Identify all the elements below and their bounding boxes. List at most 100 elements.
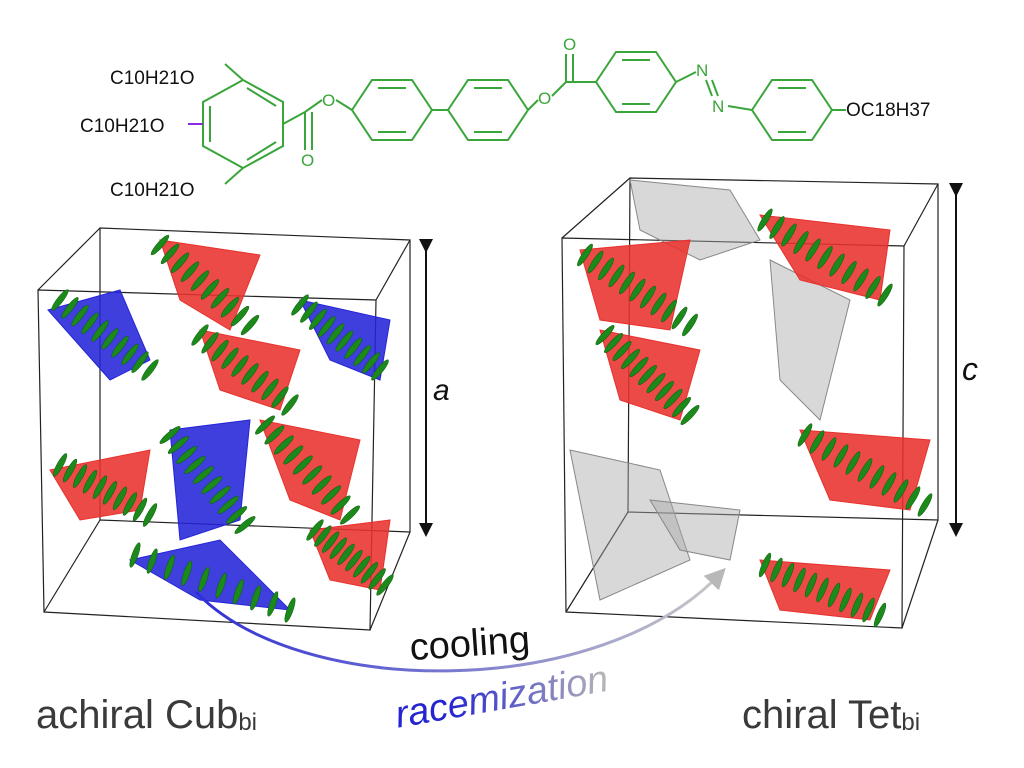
axis-a: a xyxy=(419,239,450,537)
cub-molecule-rod xyxy=(251,371,269,393)
tet-molecule-rod xyxy=(862,597,875,623)
tet-molecule-rod xyxy=(793,231,809,254)
tet-molecule-rod xyxy=(850,592,864,618)
cub-molecule-rod xyxy=(311,475,332,495)
tet-molecule-rod xyxy=(682,313,698,337)
cub-molecule-rod xyxy=(211,339,229,362)
cub-molecule-rod xyxy=(306,519,324,541)
tet-gray-surface xyxy=(629,179,761,261)
cub-molecule-rod xyxy=(292,455,313,475)
tet-gray-surface xyxy=(569,449,691,601)
cub-molecule-rod xyxy=(376,574,394,596)
tet-molecule-rod xyxy=(769,216,785,239)
tet-molecule-rod xyxy=(845,451,861,475)
atom-n-2: N xyxy=(712,97,724,116)
cub-molecule-rod xyxy=(122,492,138,516)
cub-molecule-rod xyxy=(101,328,119,350)
cub-molecule-rod xyxy=(300,301,318,323)
cub-molecule-rod xyxy=(92,475,108,499)
axis-c: c xyxy=(949,183,978,537)
cub-molecule-rod xyxy=(314,525,332,547)
cub-molecule-rod xyxy=(190,270,210,291)
cub-molecule-rod xyxy=(184,456,206,474)
cub-molecule-rod xyxy=(163,554,175,580)
cub-molecule-rod xyxy=(72,464,88,488)
tet-molecule-rod xyxy=(865,276,881,299)
cub-blue-ribbon xyxy=(169,419,251,541)
cub-molecule-rod xyxy=(321,485,342,505)
tet-molecule-rod xyxy=(821,437,837,461)
cub-molecule-rod xyxy=(353,345,371,367)
cub-molecule-rod xyxy=(160,243,180,265)
cub-molecule-rod xyxy=(283,445,304,465)
cub-molecule-rod xyxy=(81,312,99,334)
tet-molecule-rod xyxy=(833,444,849,468)
cub-molecule-rod xyxy=(209,486,231,504)
cub-molecule-rod xyxy=(129,542,141,568)
cub-molecule-rod xyxy=(291,294,309,316)
cub-molecule-rod xyxy=(241,363,259,385)
tet-molecule-rod xyxy=(671,306,688,330)
cub-molecule-rod xyxy=(141,359,159,381)
cub-molecule-rod xyxy=(321,531,340,553)
cub-molecule-rod xyxy=(176,446,198,464)
tet-molecule-rod xyxy=(869,465,885,489)
cub-molecule-rod xyxy=(267,591,279,617)
cub-molecule-rod xyxy=(159,426,181,444)
cub-molecule-rod xyxy=(302,465,323,485)
tet-gray-surface xyxy=(649,499,741,561)
cub-molecule-rod xyxy=(112,486,128,511)
cub-molecule-rod xyxy=(82,469,98,494)
tet-molecule-rod xyxy=(577,243,593,267)
cub-molecule-rod xyxy=(232,579,244,605)
cub-network xyxy=(47,234,394,623)
cub-molecule-rod xyxy=(167,436,189,454)
cub-molecule-rod xyxy=(353,556,371,578)
cub-molecule-rod xyxy=(210,288,230,309)
atom-n-1: N xyxy=(696,61,708,80)
transition-arrow xyxy=(194,567,726,673)
tet-molecule-rod xyxy=(827,582,841,608)
cub-molecule-rod xyxy=(309,308,327,330)
molecule-atoms: O O O O N N xyxy=(301,35,724,170)
atom-o-carbonyl1: O xyxy=(301,151,314,170)
cub-molecule-rod xyxy=(284,597,296,623)
cub-molecule-rod xyxy=(180,261,200,282)
cub-molecule-rod xyxy=(335,330,354,352)
cub-molecule-rod xyxy=(337,543,355,566)
tet-molecule-rod xyxy=(873,602,887,628)
cub-molecule-rod xyxy=(234,516,256,534)
tet-phase-sub: bi xyxy=(901,709,920,736)
cub-molecule-rod xyxy=(250,585,262,611)
tet-molecule-rod xyxy=(829,253,845,277)
cub-molecule-rod xyxy=(201,476,223,494)
tet-molecule-rod xyxy=(917,493,933,517)
tet-molecule-rod xyxy=(672,397,691,417)
atom-o-ester1: O xyxy=(322,91,335,110)
cub-molecule-rod xyxy=(329,537,347,559)
cub-molecule-rod xyxy=(201,332,219,354)
cub-molecule-rod xyxy=(51,289,69,311)
tet-molecule-rod xyxy=(758,552,772,578)
tet-molecule-rod xyxy=(877,283,893,307)
cub-molecule-rod xyxy=(146,548,158,574)
tet-molecule-rod xyxy=(853,268,869,292)
tet-gray-surface xyxy=(769,259,851,421)
cub-molecule-rod xyxy=(344,337,363,359)
tet-molecule-rod xyxy=(598,257,614,281)
molecule-labels: C10H21O C10H21O C10H21O xyxy=(80,68,195,201)
cub-molecule-rod xyxy=(132,497,148,522)
cub-molecule-rod xyxy=(371,359,389,381)
cub-molecule-rod xyxy=(52,453,68,477)
tet-network xyxy=(569,179,933,628)
substituent-right: OC18H37 xyxy=(846,100,931,121)
tet-molecule-rod xyxy=(608,264,625,288)
cub-molecule-rod xyxy=(231,355,249,377)
cub-molecule-rod xyxy=(142,503,158,527)
gallate-ring xyxy=(202,78,284,170)
cub-molecule-rod xyxy=(261,378,279,401)
tet-molecule-rod xyxy=(816,577,829,603)
tet-molecule-rod xyxy=(640,285,656,309)
tet-red-ribbon xyxy=(579,239,691,331)
